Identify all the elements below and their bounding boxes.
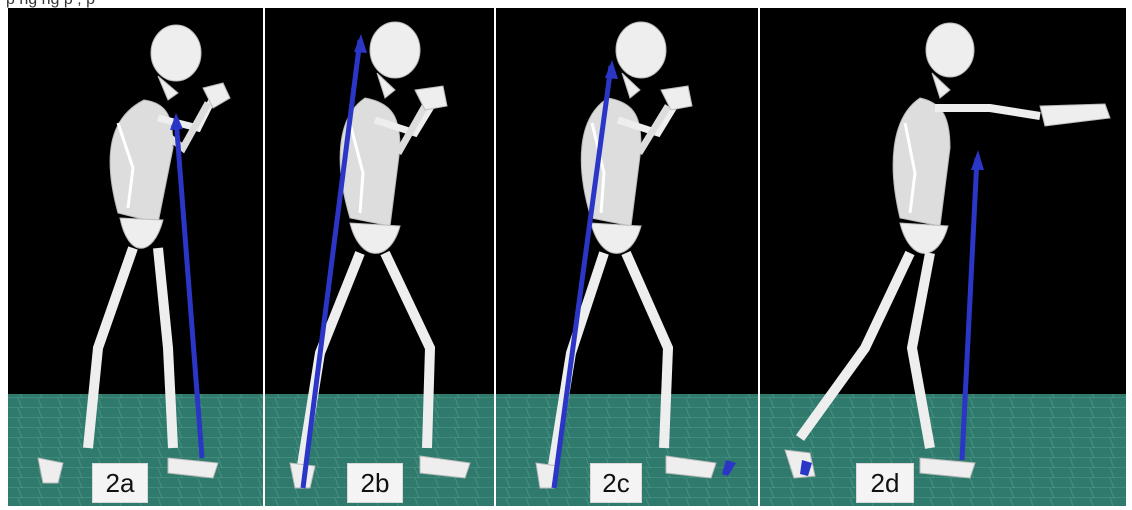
figure-strip: 2a xyxy=(8,8,1126,506)
skull xyxy=(151,25,201,81)
panel-2c: 2c xyxy=(496,8,758,506)
panel-label: 2a xyxy=(92,463,148,503)
panel-2a: 2a xyxy=(8,8,263,506)
panel-label: 2c xyxy=(590,463,642,503)
panel-label: 2b xyxy=(347,463,403,503)
panel-2b-scene xyxy=(265,8,494,506)
panel-2b: 2b xyxy=(265,8,494,506)
left-foot xyxy=(38,458,63,483)
panel-2d: 2d xyxy=(760,8,1126,506)
panel-2a-scene xyxy=(8,8,263,506)
panel-2c-scene xyxy=(496,8,758,506)
panel-label: 2d xyxy=(856,463,914,503)
panel-2d-scene xyxy=(760,8,1126,506)
